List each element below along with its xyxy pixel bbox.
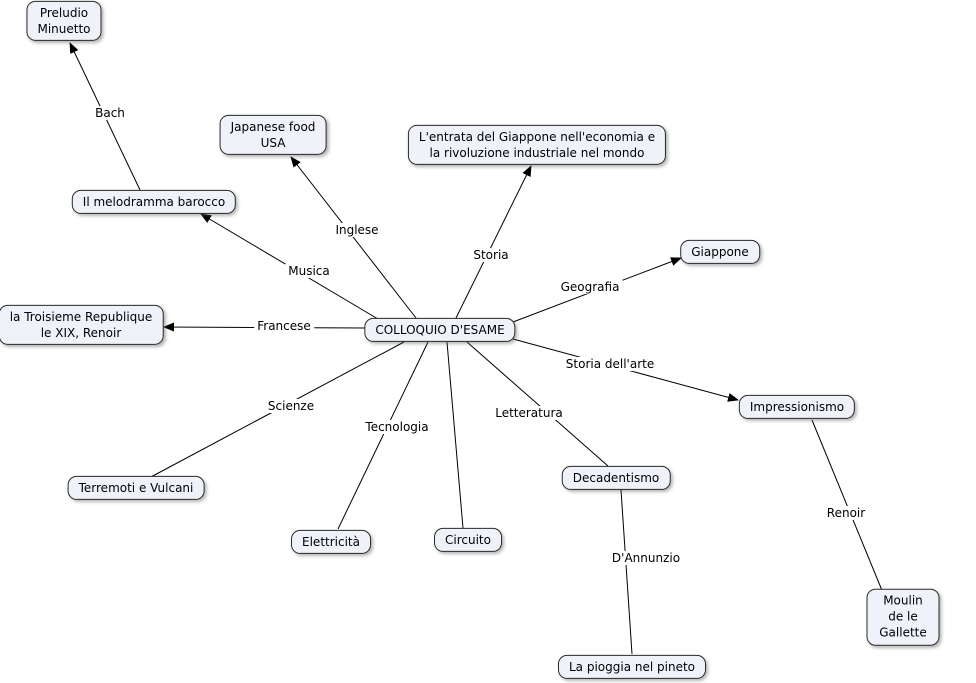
- edge-label-storia-dellarte[interactable]: Storia dell'arte: [562, 357, 658, 371]
- edge-label-francese[interactable]: Francese: [254, 319, 314, 333]
- node-entrata-giappone[interactable]: L'entrata del Giappone nell'economia e l…: [407, 124, 667, 166]
- node-decadentismo[interactable]: Decadentismo: [561, 465, 671, 491]
- edge-label-bach[interactable]: Bach: [92, 106, 128, 120]
- edge-line-dannunzio: [620, 489, 633, 655]
- edge-label-geografia[interactable]: Geografia: [557, 280, 623, 294]
- node-impressionismo[interactable]: Impressionismo: [738, 394, 856, 420]
- edge-line-tecnologia-circuito: [446, 341, 464, 529]
- edge-label-scienze[interactable]: Scienze: [264, 399, 318, 413]
- edge-label-inglese[interactable]: Inglese: [332, 223, 382, 237]
- node-giappone[interactable]: Giappone: [680, 239, 760, 265]
- node-elettricita[interactable]: Elettricità: [291, 529, 371, 555]
- edge-label-letteratura[interactable]: Letteratura: [492, 406, 566, 420]
- edge-label-tecnologia[interactable]: Tecnologia: [362, 420, 432, 434]
- node-colloquio-desame[interactable]: COLLOQUIO D'ESAME: [364, 317, 516, 343]
- edge-line-inglese: [290, 156, 417, 319]
- edge-label-musica[interactable]: Musica: [285, 264, 333, 278]
- node-la-troisieme-republique[interactable]: la Troisieme Republique le XIX, Renoir: [0, 304, 164, 346]
- edge-label-storia[interactable]: Storia: [470, 248, 512, 262]
- node-circuito[interactable]: Circuito: [434, 527, 502, 553]
- edge-line-letteratura: [466, 341, 609, 467]
- edge-label-dannunzio[interactable]: D'Annunzio: [608, 551, 684, 565]
- node-terremoti-e-vulcani[interactable]: Terremoti e Vulcani: [67, 475, 205, 501]
- node-japanese-food-usa[interactable]: Japanese food USA: [219, 114, 327, 156]
- edge-line-tecnologia-elettricita: [337, 341, 429, 530]
- node-il-melodramma-barocco[interactable]: Il melodramma barocco: [71, 189, 237, 215]
- node-moulin-de-le-gallette[interactable]: Moulin de le Gallette: [866, 588, 940, 646]
- node-la-pioggia-nel-pineto[interactable]: La pioggia nel pineto: [557, 654, 707, 680]
- edge-label-renoir[interactable]: Renoir: [823, 506, 869, 520]
- node-preludio-minuetto[interactable]: Preludio Minuetto: [26, 0, 102, 42]
- edge-line-storia: [455, 165, 532, 319]
